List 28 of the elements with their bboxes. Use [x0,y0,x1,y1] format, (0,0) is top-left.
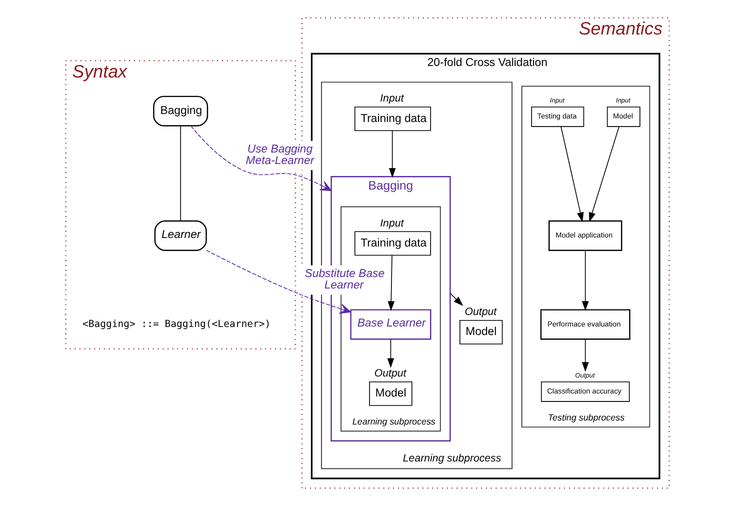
node-box: Model [606,106,640,127]
node-box: Performace evaluation [540,309,630,340]
label: <Bagging> ::= Bagging(<Learner>) [82,318,271,330]
node-box: Classification accuracy [540,381,630,402]
arrow [560,126,584,222]
node-label: Output [374,368,406,380]
arrow [450,292,464,306]
arrow [582,250,589,311]
arrow [387,338,394,368]
node-box: Base Learner [350,309,432,340]
node-box: Training data [354,231,432,256]
node-label: Input [380,217,404,230]
node-box: Model application [548,220,622,251]
arrow [206,250,351,314]
arrow [190,126,332,192]
connector [180,125,181,222]
node-box: Model [369,381,412,406]
arrow [388,254,395,311]
arrow [388,130,396,178]
node-label: Input [380,92,404,105]
node-label: Output [464,306,497,318]
arrow [582,338,589,372]
node-box: Training data [354,106,432,132]
arrow [588,126,620,222]
node-box: Testing data [531,106,584,127]
node-box: Learner [154,220,207,251]
node-box: Bagging [153,96,208,126]
node-box: Model [460,320,503,344]
